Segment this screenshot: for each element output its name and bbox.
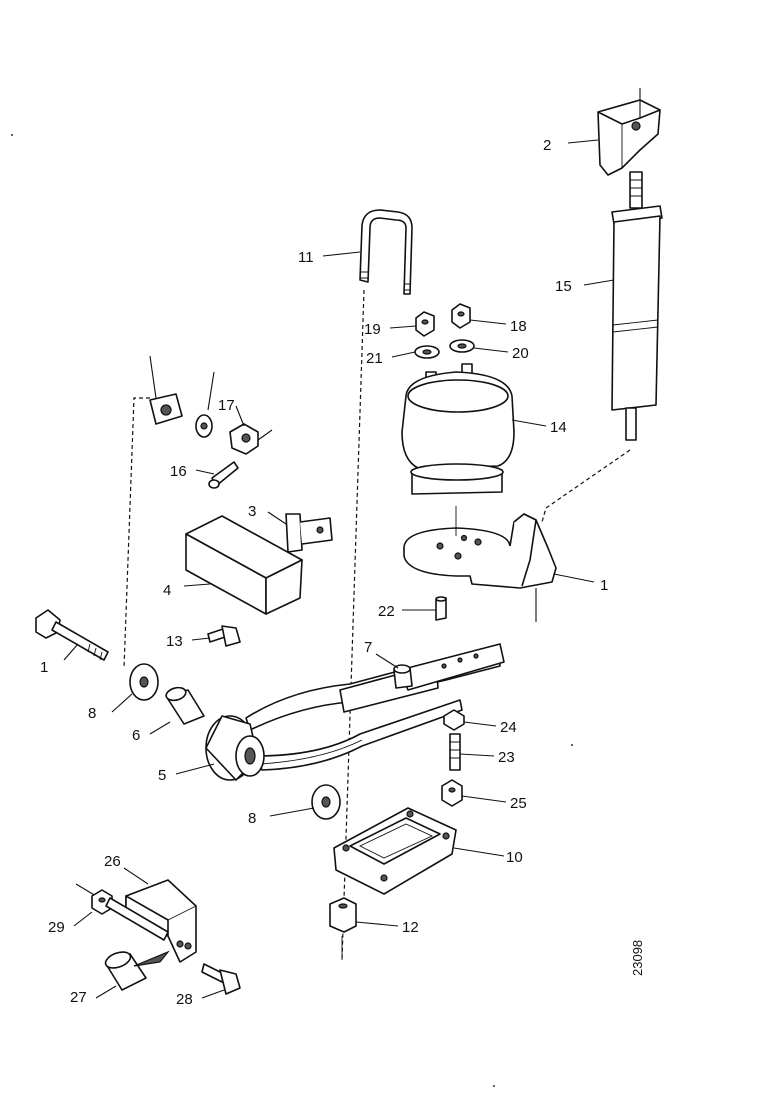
label-29: 29 <box>48 919 65 936</box>
label-26: 26 <box>104 853 121 870</box>
part-12-nut <box>329 897 399 933</box>
part-22-pin <box>402 596 447 621</box>
part-11-u-bolt <box>322 209 413 295</box>
label-28: 28 <box>176 991 193 1008</box>
shock-to-bracket-dashed-line <box>541 449 631 523</box>
part-6-bushing <box>149 686 205 735</box>
label-8-right: 8 <box>248 810 256 827</box>
part-23-stud <box>449 733 495 771</box>
part-18-nut <box>451 303 507 329</box>
label-8-left: 8 <box>88 705 96 722</box>
part-28-bolt <box>201 963 241 999</box>
label-12: 12 <box>402 919 419 936</box>
part-4-rubber-block <box>183 515 303 615</box>
part-8-washer-left <box>111 663 159 713</box>
part-17-spring-hanger-hardware <box>149 355 273 455</box>
label-18: 18 <box>510 318 527 335</box>
part-13-bolt <box>191 625 241 647</box>
hanger-dashed-line <box>123 397 150 669</box>
label-1: 1 <box>600 577 608 594</box>
label-15: 15 <box>555 278 572 295</box>
label-10: 10 <box>506 849 523 866</box>
label-17: 17 <box>218 397 235 414</box>
label-20: 20 <box>512 345 529 362</box>
part-10-spring-seat-plate <box>333 807 505 895</box>
label-21: 21 <box>366 350 383 367</box>
part-15-shock-absorber <box>583 171 663 441</box>
part-21-washer <box>391 345 440 359</box>
part-1-spring-carrier <box>403 506 595 622</box>
drawing-number: 23098 <box>630 940 645 976</box>
label-5: 5 <box>158 767 166 784</box>
label-4: 4 <box>163 582 171 599</box>
scan-speck <box>11 134 13 136</box>
scan-speck <box>493 1085 495 1087</box>
part-27-bushing <box>95 950 170 999</box>
label-25: 25 <box>510 795 527 812</box>
label-23: 23 <box>498 749 515 766</box>
label-16: 16 <box>170 463 187 480</box>
label-long-bolt: 1 <box>40 659 48 676</box>
part-19-nut <box>389 311 435 337</box>
part-1-long-bolt <box>35 609 109 661</box>
part-25-nut <box>441 779 507 807</box>
label-24: 24 <box>500 719 517 736</box>
part-2-upper-bracket <box>567 88 661 176</box>
part-14-air-spring <box>401 363 547 495</box>
label-22: 22 <box>378 603 395 620</box>
label-3: 3 <box>248 503 256 520</box>
label-7: 7 <box>364 639 372 656</box>
label-2: 2 <box>543 137 551 154</box>
label-19: 19 <box>364 321 381 338</box>
part-16-bolt <box>195 461 239 489</box>
part-7-centre-pin <box>375 653 413 689</box>
part-24-nut <box>443 709 497 731</box>
part-20-washer <box>449 339 509 353</box>
label-11: 11 <box>298 249 314 266</box>
part-5-leaf-spring <box>175 643 505 781</box>
label-6: 6 <box>132 727 140 744</box>
scan-speck <box>571 744 573 746</box>
label-14: 14 <box>550 419 567 436</box>
label-13: 13 <box>166 633 183 650</box>
part-3-clip <box>267 511 333 553</box>
part-8-washer-right <box>269 784 341 820</box>
part-29-nut <box>73 883 169 941</box>
label-27: 27 <box>70 989 87 1006</box>
